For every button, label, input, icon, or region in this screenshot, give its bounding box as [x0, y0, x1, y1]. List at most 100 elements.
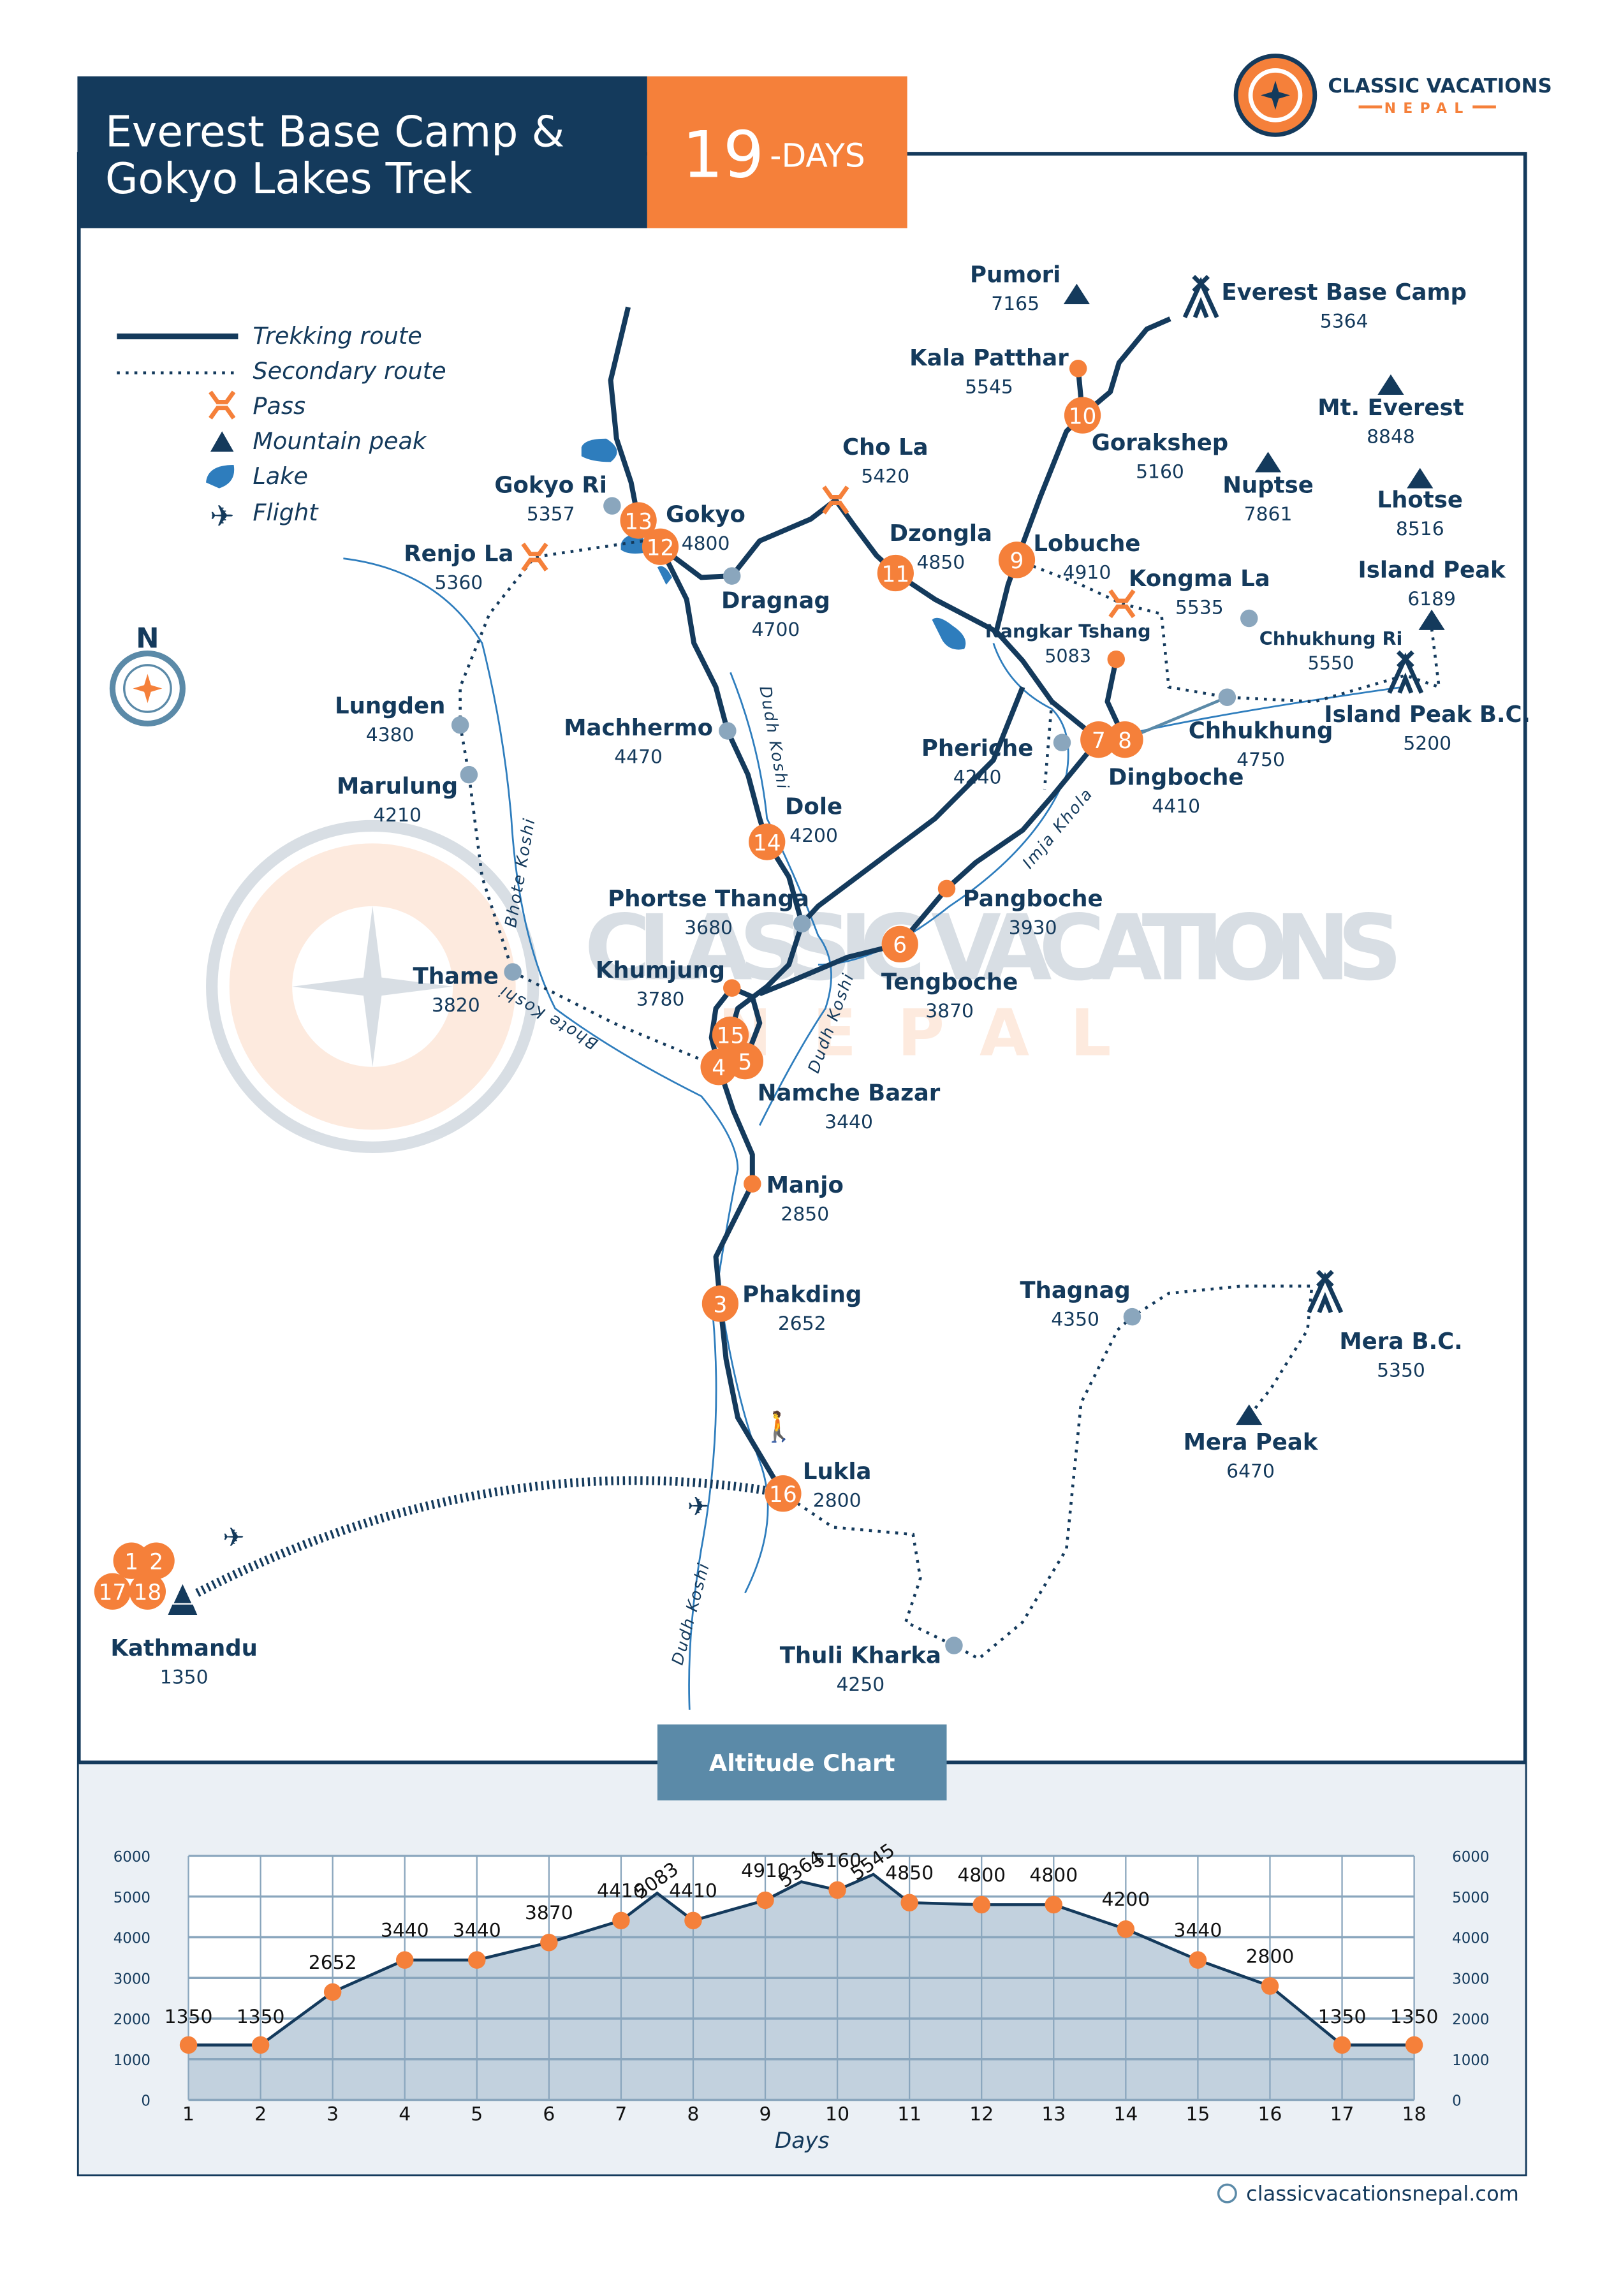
day-marker-number: 6: [893, 933, 907, 959]
place-altitude: 4350: [1051, 1308, 1099, 1330]
day-marker-number: 10: [1069, 404, 1097, 429]
watermark-sub: NEPAL: [718, 996, 1152, 1071]
day-marker: [726, 1043, 763, 1080]
village-dot: [719, 722, 737, 740]
altitude-data-label: 4910: [741, 1860, 789, 1882]
mountain-peak-icon: [1254, 452, 1282, 473]
watermark: CLASSIC VACATIONS NEPAL: [206, 820, 1402, 1154]
waypoint-dot: [1107, 650, 1125, 668]
lake-icon: [206, 465, 235, 489]
place-name: Kathmandu: [110, 1635, 258, 1661]
place-name: Everest Base Camp: [1221, 279, 1467, 305]
x-tick-label: 17: [1330, 2103, 1354, 2126]
place-altitude: 5545: [965, 376, 1013, 399]
place-pangboche: Pangboche 3930: [937, 879, 1103, 939]
place-name: Nuptse: [1222, 473, 1314, 499]
village-dot: [1053, 733, 1071, 752]
place-island-peak-b-c: Island Peak B.C.5200: [1324, 650, 1530, 755]
x-tick-label: 15: [1185, 2103, 1210, 2126]
place-name: Chhukhung Ri: [1259, 628, 1403, 649]
flight-icon: ✈: [687, 1492, 710, 1521]
mountain-peak-icon: [1377, 374, 1404, 395]
place-altitude: 4850: [916, 552, 965, 574]
altitude-point: [468, 1951, 486, 1969]
place-altitude: 4700: [752, 619, 800, 641]
place-name: Dingboche: [1108, 765, 1244, 791]
place-name: Khumjung: [596, 957, 725, 983]
website-link[interactable]: classicvacationsnepal.com: [1246, 2182, 1519, 2206]
place-altitude: 2652: [778, 1313, 826, 1335]
altitude-data-label: 4410: [669, 1880, 717, 1902]
altitude-area: [188, 1874, 1414, 2100]
x-tick-label: 8: [687, 2103, 699, 2126]
place-altitude: 3440: [825, 1111, 873, 1133]
brand-logo: CLASSIC VACATIONS NEPAL: [1233, 54, 1552, 137]
place-altitude: 3930: [1009, 916, 1057, 939]
y-tick-label-right: 2000: [1452, 2012, 1489, 2028]
legend-flight: Flight: [253, 499, 319, 526]
place-name: Gokyo: [666, 501, 745, 527]
compass: N: [109, 622, 186, 727]
altitude-point: [179, 2036, 198, 2054]
altitude-point: [1117, 1920, 1135, 1938]
x-tick-label: 9: [759, 2103, 772, 2126]
place-name: Pangboche: [963, 886, 1103, 912]
altitude-data-label: 3440: [453, 1920, 501, 1942]
village-dot: [945, 1637, 963, 1654]
hiker-icon: 🚶: [761, 1409, 797, 1443]
day-marker: [877, 554, 914, 592]
place-name: Mt. Everest: [1317, 395, 1464, 421]
mountain-peak-icon: [1407, 467, 1434, 489]
pass-icon: [1108, 589, 1136, 619]
place-name: Thuli Kharka: [780, 1643, 941, 1669]
place-altitude: 8848: [1367, 426, 1415, 448]
waypoint-dot: [744, 1175, 761, 1193]
place-name: Gorakshep: [1092, 430, 1228, 456]
place-altitude: 4250: [836, 1674, 884, 1696]
place-name: Marulung: [337, 773, 458, 799]
title-block: [77, 76, 647, 228]
place-altitude: 4240: [953, 766, 1002, 788]
place-altitude: 4210: [373, 804, 422, 827]
place-name: Lukla: [803, 1459, 872, 1485]
altitude-data-label: 4410: [597, 1880, 645, 1902]
x-tick-label: 11: [897, 2103, 921, 2126]
x-tick-label: 2: [254, 2103, 267, 2126]
place-name: Gokyo Ri: [494, 473, 607, 499]
place-name: Tengboche: [881, 969, 1018, 995]
y-tick-label-left: 4000: [114, 1931, 150, 1947]
village-dot: [1218, 688, 1236, 706]
lake-dzongla: [932, 617, 966, 650]
place-altitude: 8516: [1396, 518, 1444, 540]
altitude-point: [251, 2036, 270, 2054]
header: Everest Base Camp & Gokyo Lakes Trek 19 …: [77, 76, 907, 228]
village-dot: [793, 915, 811, 933]
day-marker: [1064, 397, 1101, 434]
place-name: Island Peak: [1358, 557, 1507, 583]
y-tick-label-right: 6000: [1452, 1849, 1489, 1866]
place-altitude: 2850: [781, 1203, 829, 1225]
place-name: Lhotse: [1377, 487, 1463, 513]
day-marker-number: 2: [149, 1549, 163, 1575]
place-altitude: 5535: [1175, 597, 1224, 619]
brand-sub: NEPAL: [1384, 101, 1471, 117]
altitude-data-label: 3870: [525, 1902, 573, 1924]
y-tick-label-left: 0: [141, 2093, 150, 2110]
day-marker-number: 14: [753, 830, 781, 856]
place-name: Namche Bazar: [758, 1080, 941, 1107]
place-name: Island Peak B.C.: [1324, 702, 1530, 728]
day-marker-number: 11: [881, 562, 909, 587]
altitude-data-label: 4800: [1029, 1864, 1078, 1887]
place-name: Pheriche: [921, 735, 1033, 762]
flight-icon: ✈: [210, 500, 234, 533]
